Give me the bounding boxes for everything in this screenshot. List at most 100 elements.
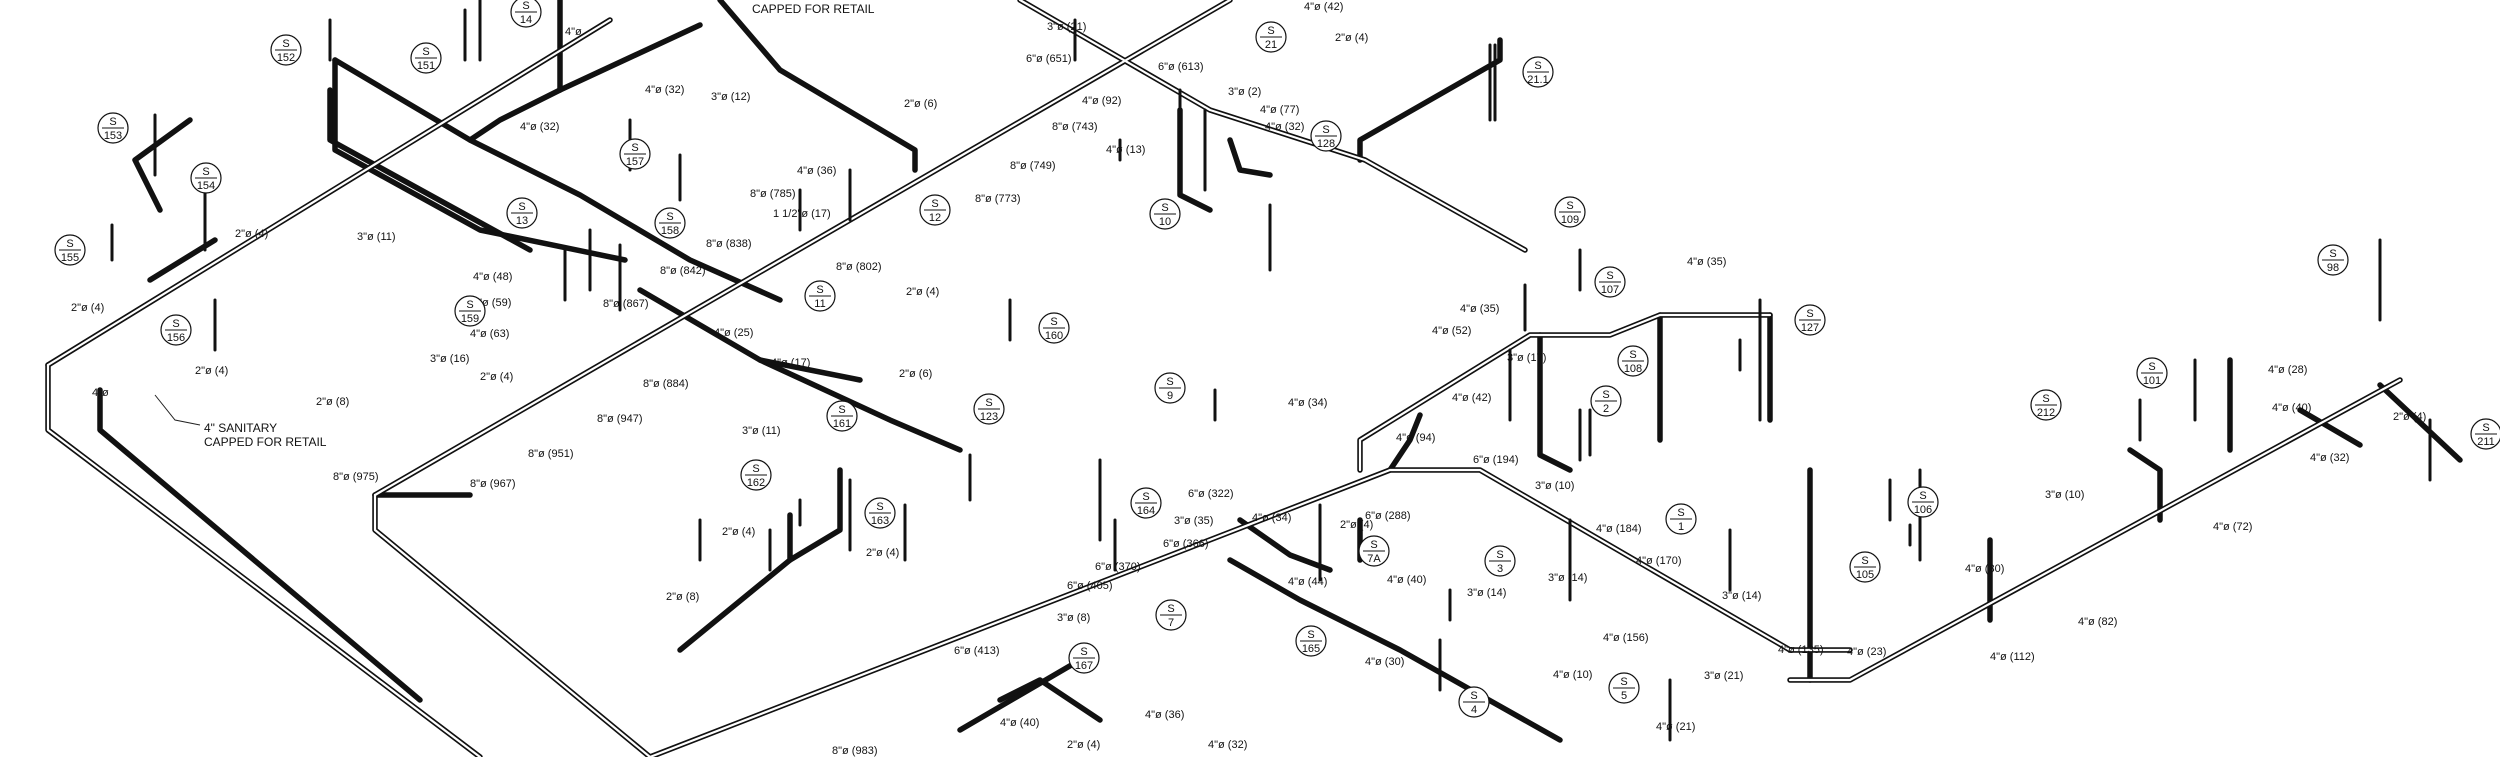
- pipe-size-label: 4"ø (44): [1288, 576, 1327, 588]
- pipe-size-label: 2"ø (6): [904, 98, 937, 110]
- pipe-size-label: 3"ø (14): [1467, 587, 1506, 599]
- pipe-size-label: 4"ø (35): [1460, 303, 1499, 315]
- stack-tag-number: 11: [814, 298, 825, 310]
- pipe-size-label: 4"ø (82): [2078, 616, 2117, 628]
- pipe-size-label: 2"ø (4): [1340, 519, 1373, 531]
- stack-tag-number: 127: [1801, 322, 1819, 334]
- stack-tag: S7A: [1358, 535, 1390, 567]
- pipe-size-label: 4"ø (170): [1636, 555, 1681, 567]
- stack-tag: S13: [506, 197, 538, 229]
- pipe-size-label: 2"ø (4): [2393, 411, 2426, 423]
- pipe-size-label: 4"ø (32): [1265, 121, 1304, 133]
- pipe-size-label: 8"ø (842): [660, 265, 705, 277]
- pipe-size-label: 4"ø: [92, 387, 109, 399]
- pipe-size-label: 4"ø (36): [1145, 709, 1184, 721]
- stack-tag-number: 212: [2037, 407, 2055, 419]
- stack-tag-type: S: [1267, 25, 1274, 37]
- pipe-size-label: 8"ø (749): [1010, 160, 1055, 172]
- pipe-size-label: 3"ø (16): [430, 353, 469, 365]
- stack-tag-type: S: [2482, 422, 2489, 434]
- stack-tag: S2: [1590, 385, 1622, 417]
- pipe-size-label: 4"ø (25): [714, 327, 753, 339]
- pipe-size-label: 8"ø (967): [470, 478, 515, 490]
- pipe-size-label: 3"ø (14): [1548, 572, 1587, 584]
- stack-tag-number: 3: [1497, 563, 1503, 575]
- stack-tag: S5: [1608, 672, 1640, 704]
- stack-tag-type: S: [1166, 376, 1173, 388]
- pipe-size-label: 3"ø (10): [2045, 489, 2084, 501]
- stack-tag-number: 7A: [1367, 553, 1381, 565]
- stack-tag-number: 159: [461, 313, 479, 325]
- stack-tag-type: S: [282, 38, 289, 50]
- pipe-size-label: 4"ø (32): [520, 121, 559, 133]
- stack-tag-number: 211: [2477, 436, 2495, 448]
- stack-tag-number: 157: [626, 156, 644, 168]
- stack-tag-type: S: [666, 211, 673, 223]
- pipe-size-label: 2"ø (4): [71, 302, 104, 314]
- pipe-size-label: 2"ø (8): [666, 591, 699, 603]
- pipe-size-label: 2"ø (4): [1335, 32, 1368, 44]
- stack-tag-type: S: [66, 238, 73, 250]
- pipe-size-label: 4"ø (30): [1365, 656, 1404, 668]
- stack-tag-type: S: [931, 198, 938, 210]
- stack-tag-number: 12: [929, 212, 941, 224]
- stack-tag-number: 14: [520, 14, 532, 26]
- stack-tag-type: S: [1806, 308, 1813, 320]
- pipe-size-label: 1 1/2"ø (17): [773, 208, 831, 220]
- stack-tag-type: S: [1307, 629, 1314, 641]
- pipe-size-label: 6"ø (288): [1365, 510, 1410, 522]
- stack-tag-type: S: [1677, 507, 1684, 519]
- pipe-size-label: 2"ø (4): [235, 228, 268, 240]
- stack-tag-number: 162: [747, 477, 765, 489]
- stack-tag-number: 164: [1137, 505, 1155, 517]
- pipe-size-label: 6"ø (651): [1026, 53, 1071, 65]
- pipe-size-label: 3"ø (2): [1228, 86, 1261, 98]
- stack-tag-number: 5: [1621, 690, 1627, 702]
- stack-tag-type: S: [2148, 361, 2155, 373]
- pipe-size-label: 8"ø (802): [836, 261, 881, 273]
- pipe-size-label: 4"ø (92): [1082, 95, 1121, 107]
- stack-tag-type: S: [2329, 248, 2336, 260]
- pipe-size-label: 4"ø (112): [1990, 651, 2035, 663]
- stack-tag-number: 10: [1159, 216, 1171, 228]
- pipe-size-label: 4"ø (21): [1656, 721, 1695, 733]
- stack-tag: S14: [510, 0, 542, 28]
- pipe-size-label: 6"ø (613): [1158, 61, 1203, 73]
- stack-tag: S 127: [1794, 304, 1826, 336]
- stack-tag-number: 158: [661, 225, 679, 237]
- stack-tag-number: 160: [1045, 330, 1063, 342]
- pipe-size-label: 4"ø: [565, 26, 582, 38]
- pipe-size-label: 2"ø (4): [480, 371, 513, 383]
- pipe-size-label: 3"ø (12): [711, 91, 750, 103]
- stack-tag-type: S: [2042, 393, 2049, 405]
- stack-tag-number: 7: [1168, 617, 1174, 629]
- pipe-size-label: 4"ø (40): [1000, 717, 1039, 729]
- stack-tag-type: S: [1919, 490, 1926, 502]
- pipe-size-label: 4"ø (184): [1596, 523, 1641, 535]
- stack-tag-number: 107: [1601, 284, 1619, 296]
- pipe-size-label: 6"ø (405): [1067, 580, 1112, 592]
- pipe-size-label: 4"ø (156): [1603, 632, 1648, 644]
- pipe-size-label: 4"ø (35): [1687, 256, 1726, 268]
- stack-tag: S21: [1255, 21, 1287, 53]
- pipe-size-label: 6"ø (413): [954, 645, 999, 657]
- stack-tag-number: 153: [104, 130, 122, 142]
- stack-tag-type: S: [1629, 349, 1636, 361]
- stack-tag-type: S: [1161, 202, 1168, 214]
- pipe-size-label: 8"ø (983): [832, 745, 877, 757]
- stack-tag-number: 13: [516, 215, 528, 227]
- pipe-size-label: 2"ø (4): [722, 526, 755, 538]
- pipe-size-labels: 4"ø 4"ø (32) 3"ø (12) 4"ø (32) 2"ø (4) 3"ø (1…: [71, 1, 2426, 757]
- pipe-size-label: 4"ø (17): [771, 357, 810, 369]
